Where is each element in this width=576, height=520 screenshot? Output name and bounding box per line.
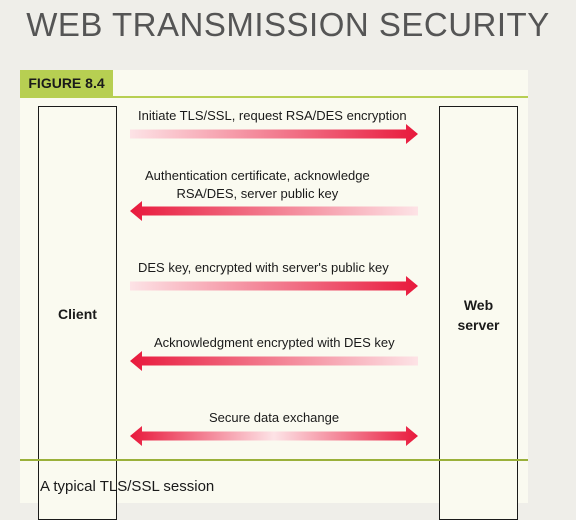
- message-1-line1: Initiate TLS/SSL, request RSA/DES encryp…: [138, 108, 407, 123]
- web-server-box: Web server: [439, 106, 518, 520]
- web-server-label-line2: server: [457, 317, 500, 333]
- message-arrows: [130, 124, 418, 446]
- client-box: Client: [38, 106, 117, 520]
- message-1-label: Initiate TLS/SSL, request RSA/DES encryp…: [138, 107, 407, 125]
- web-server-label: Web server: [440, 295, 517, 335]
- web-server-label-line1: Web: [463, 297, 494, 313]
- message-4-label: Acknowledgment encrypted with DES key: [154, 334, 395, 352]
- figure-label: FIGURE 8.4: [20, 70, 113, 96]
- message-2-label: Authentication certificate, acknowledge …: [145, 167, 370, 203]
- message-4-line1: Acknowledgment encrypted with DES key: [154, 335, 395, 350]
- figure-caption: A typical TLS/SSL session: [40, 478, 215, 495]
- message-3-label: DES key, encrypted with server's public …: [138, 259, 389, 277]
- message-2-line2: RSA/DES, server public key: [176, 186, 339, 201]
- slide-title: WEB TRANSMISSION SECURITY: [26, 6, 550, 43]
- message-5-arrow: [130, 426, 418, 446]
- message-5-label: Secure data exchange: [209, 409, 339, 427]
- message-2-line1: Authentication certificate, acknowledge: [145, 168, 370, 183]
- message-3-line1: DES key, encrypted with server's public …: [138, 260, 389, 275]
- figure-label-rule: [20, 96, 528, 98]
- message-1-arrow: [130, 124, 418, 144]
- caption-rule: [20, 459, 528, 461]
- message-4-arrow: [130, 351, 418, 371]
- client-label: Client: [58, 306, 97, 322]
- message-2-arrow: [130, 201, 418, 221]
- message-3-arrow: [130, 276, 418, 296]
- message-5-line1: Secure data exchange: [209, 410, 340, 425]
